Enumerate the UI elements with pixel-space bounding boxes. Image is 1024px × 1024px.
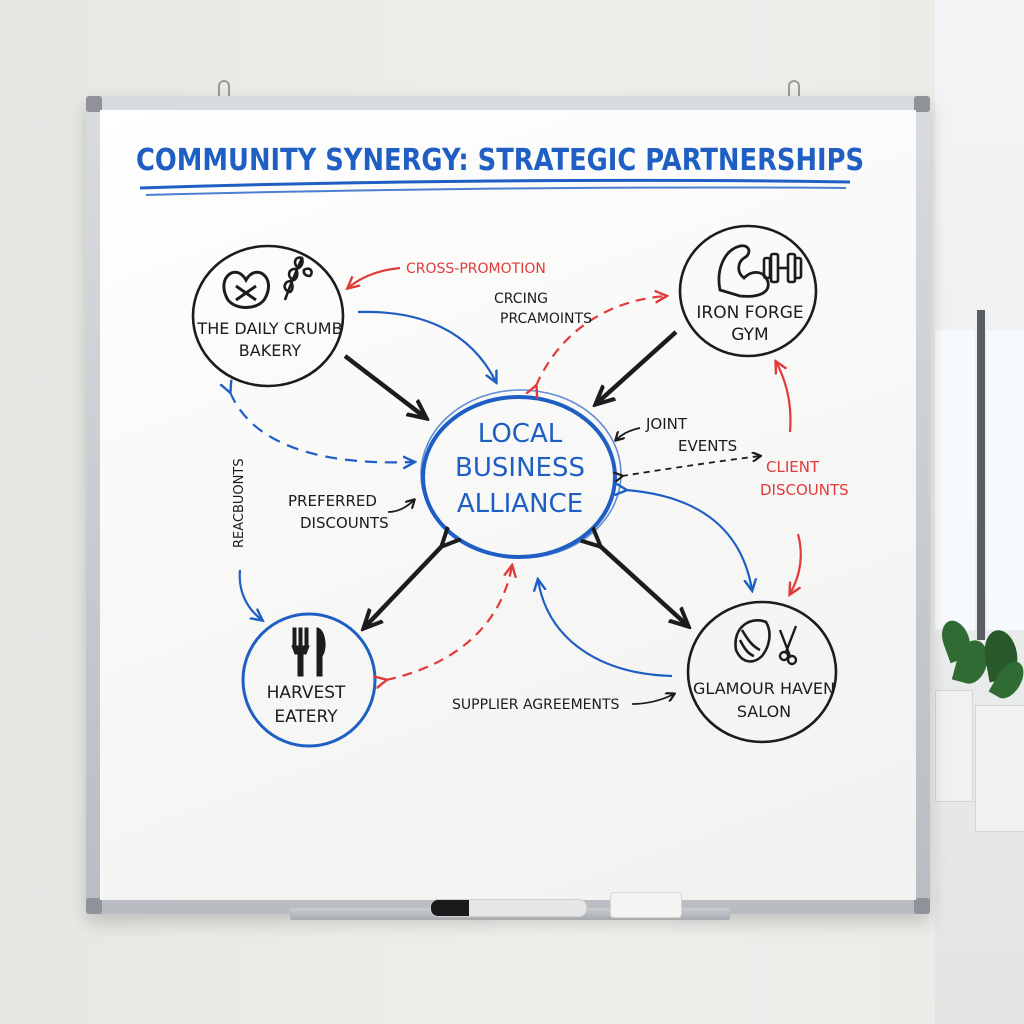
frame-corner	[86, 96, 102, 112]
label-client-discounts-line2: DISCOUNTS	[760, 481, 849, 499]
label-joint-events-line2: EVENTS	[678, 437, 737, 455]
alliance-name-line2: BUSINESS	[455, 453, 585, 483]
gym-node	[678, 224, 818, 358]
arrow-alliance-salon	[600, 546, 688, 626]
salon-name-line1: GLAMOUR HAVEN	[693, 679, 835, 698]
bakery-name-line1: THE DAILY CRUMB	[196, 319, 342, 338]
arrow-alliance-eatery	[364, 546, 442, 628]
window-frame	[977, 310, 985, 640]
eraser[interactable]	[610, 892, 682, 918]
red-arrow-cross-promotion	[348, 266, 401, 288]
window-pane	[987, 330, 1024, 630]
hanging-hook	[218, 80, 230, 100]
salon-node	[686, 600, 838, 744]
blue-arrow-alliance-salon	[626, 490, 752, 590]
bakery-node	[191, 244, 345, 388]
title-underline	[139, 178, 851, 190]
arrow-joint-events	[616, 427, 641, 440]
blue-dashed-arrow-bakery-alliance	[230, 392, 414, 462]
eatery-name-line2: EATERY	[274, 707, 338, 727]
alliance-name-line3: ALLIANCE	[457, 489, 583, 519]
marker[interactable]	[430, 899, 587, 917]
label-reacbounts: REACBUONTS	[232, 458, 247, 548]
scissors-icon	[778, 625, 798, 666]
gym-name-line1: IRON FORGE	[696, 303, 803, 323]
pretzel-icon	[222, 270, 271, 309]
red-dashed-arrow-eatery-alliance	[386, 566, 512, 680]
blue-arrow-salon-alliance	[538, 580, 673, 678]
fork-knife-icon	[291, 627, 326, 677]
label-joint-events-line1: JOINT	[645, 415, 688, 433]
label-cross-promotion: CROSS-PROMOTION	[406, 261, 546, 277]
label-preferred-discounts-line2: DISCOUNTS	[300, 514, 389, 532]
blue-arrow-bakery-alliance	[357, 310, 496, 382]
label-crcing-line2: PRCAMOINTS	[500, 311, 592, 327]
salon-woman-icon	[734, 619, 771, 663]
frame-corner	[914, 898, 930, 914]
flexed-arm-icon	[717, 244, 770, 298]
arrow-bakery-to-alliance	[343, 354, 426, 418]
arrow-supplier-agreements	[631, 694, 674, 705]
arrow-preferred-discounts	[387, 500, 414, 513]
whiteboard-surface	[100, 110, 916, 900]
hanging-hook	[788, 80, 800, 100]
title-underline	[145, 186, 847, 196]
dashed-arrow-client-discounts	[622, 456, 760, 476]
alliance-name-line1: LOCAL	[478, 419, 563, 449]
red-arrow-to-gym	[776, 362, 792, 433]
label-supplier-agreements: SUPPLIER AGREEMENTS	[452, 697, 620, 713]
frame-corner	[914, 96, 930, 112]
eatery-name-line1: HARVEST	[267, 683, 346, 703]
bakery-name-line2: BAKERY	[239, 341, 302, 360]
label-crcing-line1: CRCING	[494, 291, 548, 307]
frame-corner	[86, 898, 102, 914]
label-preferred-discounts-line1: PREFERRED	[288, 492, 377, 510]
dumbbell-icon	[762, 252, 803, 284]
red-arrow-to-salon	[790, 533, 802, 594]
gym-name-line2: GYM	[731, 325, 768, 345]
planter	[935, 690, 973, 802]
salon-name-line2: SALON	[737, 702, 791, 721]
arrow-gym-to-alliance	[596, 330, 678, 404]
board-title: COMMUNITY SYNERGY: STRATEGIC PARTNERSHIP…	[136, 143, 864, 178]
window-pane	[935, 330, 975, 630]
blue-arrow-reacbounts	[238, 569, 262, 620]
red-dashed-arrow-alliance-gym	[536, 296, 666, 386]
planter	[975, 705, 1024, 832]
wheat-icon	[283, 256, 313, 301]
window-background	[935, 0, 1024, 1024]
label-client-discounts-line1: CLIENT	[766, 458, 820, 476]
